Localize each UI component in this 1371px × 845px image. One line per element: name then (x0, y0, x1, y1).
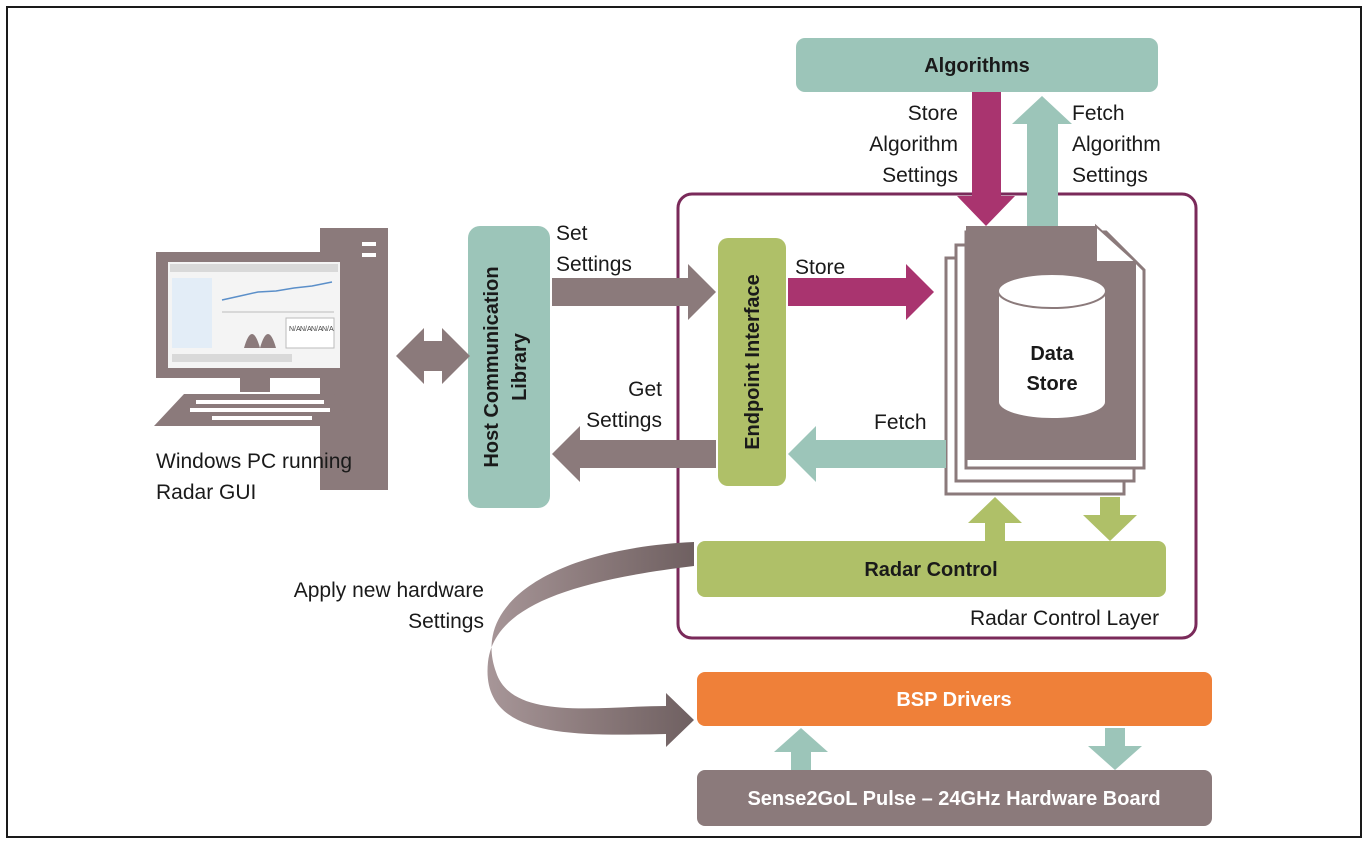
screen-na-2: N/A (300, 326, 312, 333)
set-settings-label-2: Settings (556, 253, 632, 276)
radar-control-block[interactable] (697, 541, 1166, 597)
set-settings-label-1: Set (556, 222, 588, 245)
get-settings-label-2: Settings (586, 409, 662, 432)
desktop-computer-icon: N/A N/A N/A N/A (154, 228, 388, 490)
apply-hardware-settings-arrow (487, 542, 694, 747)
algorithms-label: Algorithms (924, 55, 1030, 77)
database-cylinder-icon (997, 273, 1107, 420)
store-to-radar-arrow (1083, 497, 1137, 541)
bsp-to-hardware-arrow (1088, 728, 1142, 770)
algorithms-block[interactable] (796, 38, 1158, 92)
apply-hardware-label-1: Apply new hardware (294, 579, 484, 602)
fetch-algorithm-label-3: Settings (1072, 164, 1148, 187)
store-algorithm-arrow (957, 92, 1015, 226)
fetch-label: Fetch (874, 411, 927, 434)
host-communication-label-1: Host Communication (481, 266, 503, 467)
screen-na-1: N/A (289, 326, 301, 333)
radar-to-store-arrow (968, 497, 1022, 541)
store-algorithm-label-1: Store (908, 102, 958, 125)
radar-control-label: Radar Control (864, 559, 997, 581)
apply-hardware-label-2: Settings (408, 610, 484, 633)
store-algorithm-label-2: Algorithm (869, 133, 958, 156)
bsp-drivers-label: BSP Drivers (896, 689, 1011, 711)
store-algorithm-label-3: Settings (882, 164, 958, 187)
endpoint-interface-label: Endpoint Interface (742, 274, 764, 450)
screen-na-3: N/A (311, 326, 323, 333)
pc-caption-1: Windows PC running (156, 450, 352, 473)
hardware-to-bsp-arrow (774, 728, 828, 770)
radar-control-layer-label: Radar Control Layer (970, 607, 1159, 630)
bsp-drivers-block[interactable] (697, 672, 1212, 726)
store-label: Store (795, 256, 845, 279)
fetch-algorithm-label-2: Algorithm (1072, 133, 1161, 156)
set-settings-arrow (552, 264, 716, 320)
get-settings-label-1: Get (628, 378, 662, 401)
fetch-algorithm-label-1: Fetch (1072, 102, 1125, 125)
hardware-board-label: Sense2GoL Pulse – 24GHz Hardware Board (747, 788, 1160, 810)
host-communication-label-2: Library (509, 332, 531, 401)
get-settings-arrow (552, 426, 716, 482)
host-communication-library-block[interactable] (468, 226, 550, 508)
fetch-arrow (788, 426, 946, 482)
endpoint-interface-block[interactable] (718, 238, 786, 486)
pc-caption-2: Radar GUI (156, 481, 256, 504)
store-arrow (788, 264, 934, 320)
hardware-board-block[interactable] (697, 770, 1212, 826)
diagram-frame (6, 6, 1362, 838)
data-store-label-1: Data (1030, 343, 1074, 365)
radar-control-layer-box (676, 192, 1198, 640)
pc-host-double-arrow (396, 328, 470, 384)
data-store-label-2: Store (1026, 373, 1077, 395)
screen-na-4: N/A (322, 326, 334, 333)
fetch-algorithm-arrow (1012, 96, 1072, 226)
